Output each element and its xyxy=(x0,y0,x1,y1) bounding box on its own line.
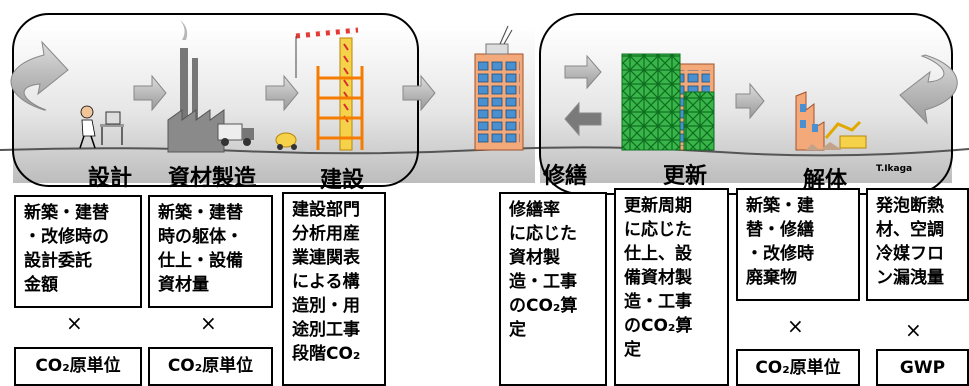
right-cycle-arrow-icon xyxy=(899,54,958,125)
repair-box: 修繕率 に応じた 資材製 造・工事 のCO₂算 定 xyxy=(499,192,607,386)
stage-label-repair: 修繕 xyxy=(543,164,588,189)
co2-unit-box: CO₂原単位 xyxy=(736,349,860,386)
cement-mixer-icon xyxy=(275,132,297,150)
construction-box: 建設部門 分析用産 業連関表 による構 造別・用 途別工事 段階CO₂ xyxy=(282,192,386,386)
renewal-box-text: 更新周期 に応じた 仕上、設 備資材製 造・工事 のCO₂算 定 xyxy=(624,196,693,360)
co2-unit-box: CO₂原単位 xyxy=(148,347,273,386)
arrow-right-icon xyxy=(402,74,436,112)
design-box: 新築・建替 ・改修時の 設計委託 金額 xyxy=(14,195,142,308)
demolition-box-text: 新築・建 替・修繕 ・改修時 廃棄物 xyxy=(746,196,814,288)
multiply-sign: × xyxy=(200,311,217,335)
materials-box-text: 新築・建替 時の躯体・ 仕上・設備 資材量 xyxy=(158,203,243,295)
multiply-sign: × xyxy=(787,314,804,338)
left-panel-shading xyxy=(13,25,535,183)
stage-label-construction: 建設 xyxy=(320,168,365,193)
renewal-building-icon xyxy=(621,53,715,151)
truck-icon xyxy=(217,123,254,146)
crane-icon xyxy=(295,27,359,151)
factory-icon xyxy=(167,20,225,153)
arrow-right-icon xyxy=(735,82,765,120)
arrow-right-icon xyxy=(564,54,602,90)
left-cycle-arrow-icon xyxy=(10,40,69,111)
arrow-right-icon xyxy=(265,74,299,112)
demolition-box: 新築・建 替・修繕 ・改修時 廃棄物 xyxy=(736,188,860,301)
demolition-icon xyxy=(795,91,867,151)
stage-label-renewal: 更新 xyxy=(663,164,708,189)
refrigerant-box: 発泡断熱 材、空調 冷媒フロ ン漏洩量 xyxy=(866,188,969,301)
repair-box-text: 修繕率 に応じた 資材製 造・工事 のCO₂算 定 xyxy=(509,200,578,340)
design-box-text: 新築・建替 ・改修時の 設計委託 金額 xyxy=(24,203,109,295)
arrow-right-icon xyxy=(133,74,167,112)
materials-box: 新築・建替 時の躯体・ 仕上・設備 資材量 xyxy=(148,195,273,308)
multiply-sign: × xyxy=(905,318,922,342)
co2-unit-box: CO₂原単位 xyxy=(14,347,142,386)
gwp-box: GWP xyxy=(876,349,969,386)
stage-label-design: 設計 xyxy=(88,166,133,191)
credit-label: T.Ikaga xyxy=(876,164,913,174)
renewal-box: 更新周期 に応じた 仕上、設 備資材製 造・工事 のCO₂算 定 xyxy=(614,188,729,386)
refrigerant-box-text: 発泡断熱 材、空調 冷媒フロ ン漏洩量 xyxy=(876,196,944,288)
arrow-left-icon xyxy=(564,101,602,137)
scaffold-icon xyxy=(316,66,364,150)
designer-desk-icon xyxy=(79,105,124,149)
construction-box-text: 建設部門 分析用産 業連関表 による構 造別・用 途別工事 段階CO₂ xyxy=(292,200,361,364)
building-icon xyxy=(474,25,524,151)
stage-label-materials: 資材製造 xyxy=(168,166,257,191)
multiply-sign: × xyxy=(66,311,83,335)
